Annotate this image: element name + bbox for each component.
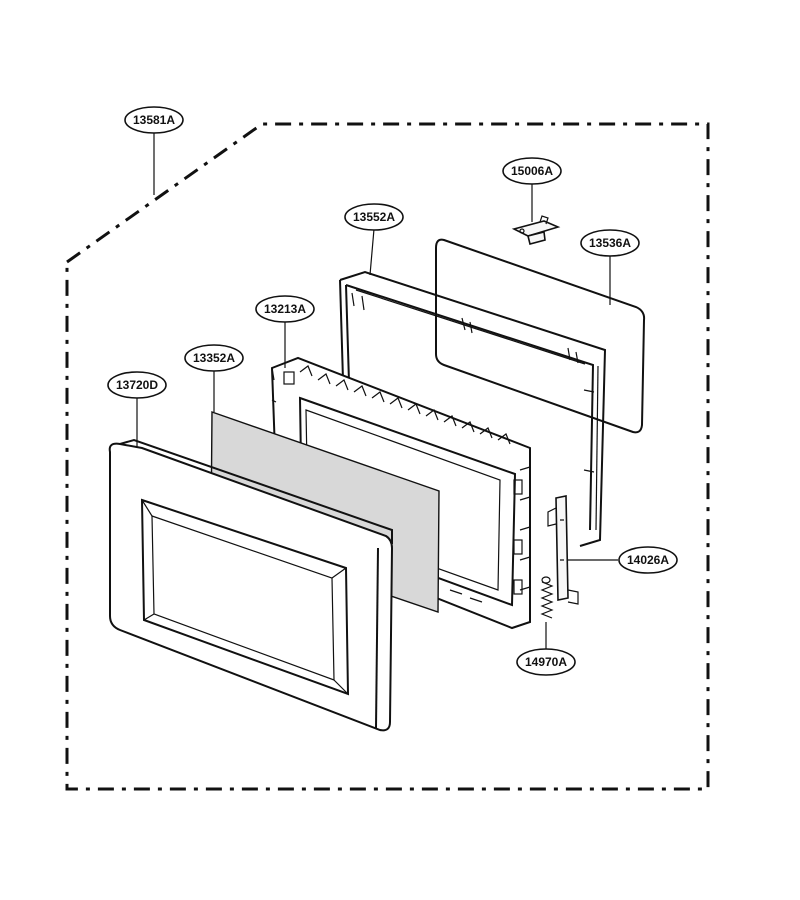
bracket-part <box>511 215 561 245</box>
callout-spring: 14970A <box>516 648 576 676</box>
callout-label: 13213A <box>264 302 306 316</box>
callout-label: 14026A <box>627 553 669 567</box>
callout-door-frame: 13720D <box>107 371 167 399</box>
callout-screen: 13352A <box>184 344 244 372</box>
callout-label: 13536A <box>589 236 631 250</box>
callout-bracket: 15006A <box>502 157 562 185</box>
callout-latch: 14026A <box>618 546 678 574</box>
callout-label: 13552A <box>353 210 395 224</box>
callout-label: 15006A <box>511 164 553 178</box>
callout-label: 13720D <box>116 378 158 392</box>
callout-inner-frame: 13213A <box>255 295 315 323</box>
leader-frame <box>369 228 375 276</box>
door-frame-part <box>108 438 394 732</box>
callout-frame: 13552A <box>344 203 404 231</box>
assembly-boundary <box>65 122 710 791</box>
frame-part <box>339 270 607 547</box>
spring-part <box>540 576 554 619</box>
callout-glass-panel: 13536A <box>580 229 640 257</box>
callout-label: 13352A <box>193 351 235 365</box>
latch-part <box>547 495 579 605</box>
callout-label: 13581A <box>133 113 175 127</box>
callout-label: 14970A <box>525 655 567 669</box>
glass-panel-part <box>435 238 646 434</box>
callout-assembly: 13581A <box>124 106 184 134</box>
